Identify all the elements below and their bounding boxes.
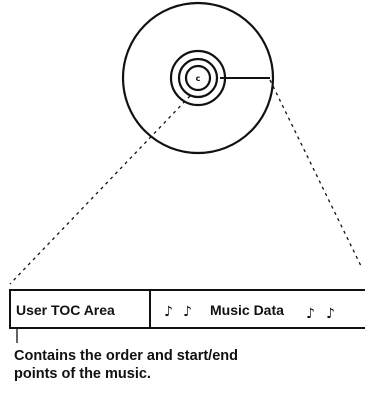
caption-line-1: Contains the order and start/end [14, 348, 238, 364]
disc: c [121, 1, 275, 155]
music-note-icon: ♪ [164, 304, 173, 320]
toc-leader-line [9, 95, 191, 285]
toc-area-label: User TOC Area [16, 302, 115, 318]
disc-outline [121, 1, 275, 155]
hub-inner-ring [184, 64, 212, 92]
music-data-label: Music Data [210, 302, 284, 318]
caption-line-2: points of the music. [14, 366, 151, 382]
hub-letter: c [196, 74, 201, 83]
toc-caption: Contains the order and start/end points … [14, 347, 354, 383]
music-leader-line [269, 79, 362, 267]
data-strip: User TOC Area ♪ ♪ Music Data ♪ ♪ [9, 289, 365, 329]
hub-middle-ring [177, 57, 219, 99]
music-note-icon: ♪ [183, 304, 192, 320]
music-note-icon: ♪ [306, 306, 315, 322]
music-note-icon: ♪ [326, 306, 335, 322]
